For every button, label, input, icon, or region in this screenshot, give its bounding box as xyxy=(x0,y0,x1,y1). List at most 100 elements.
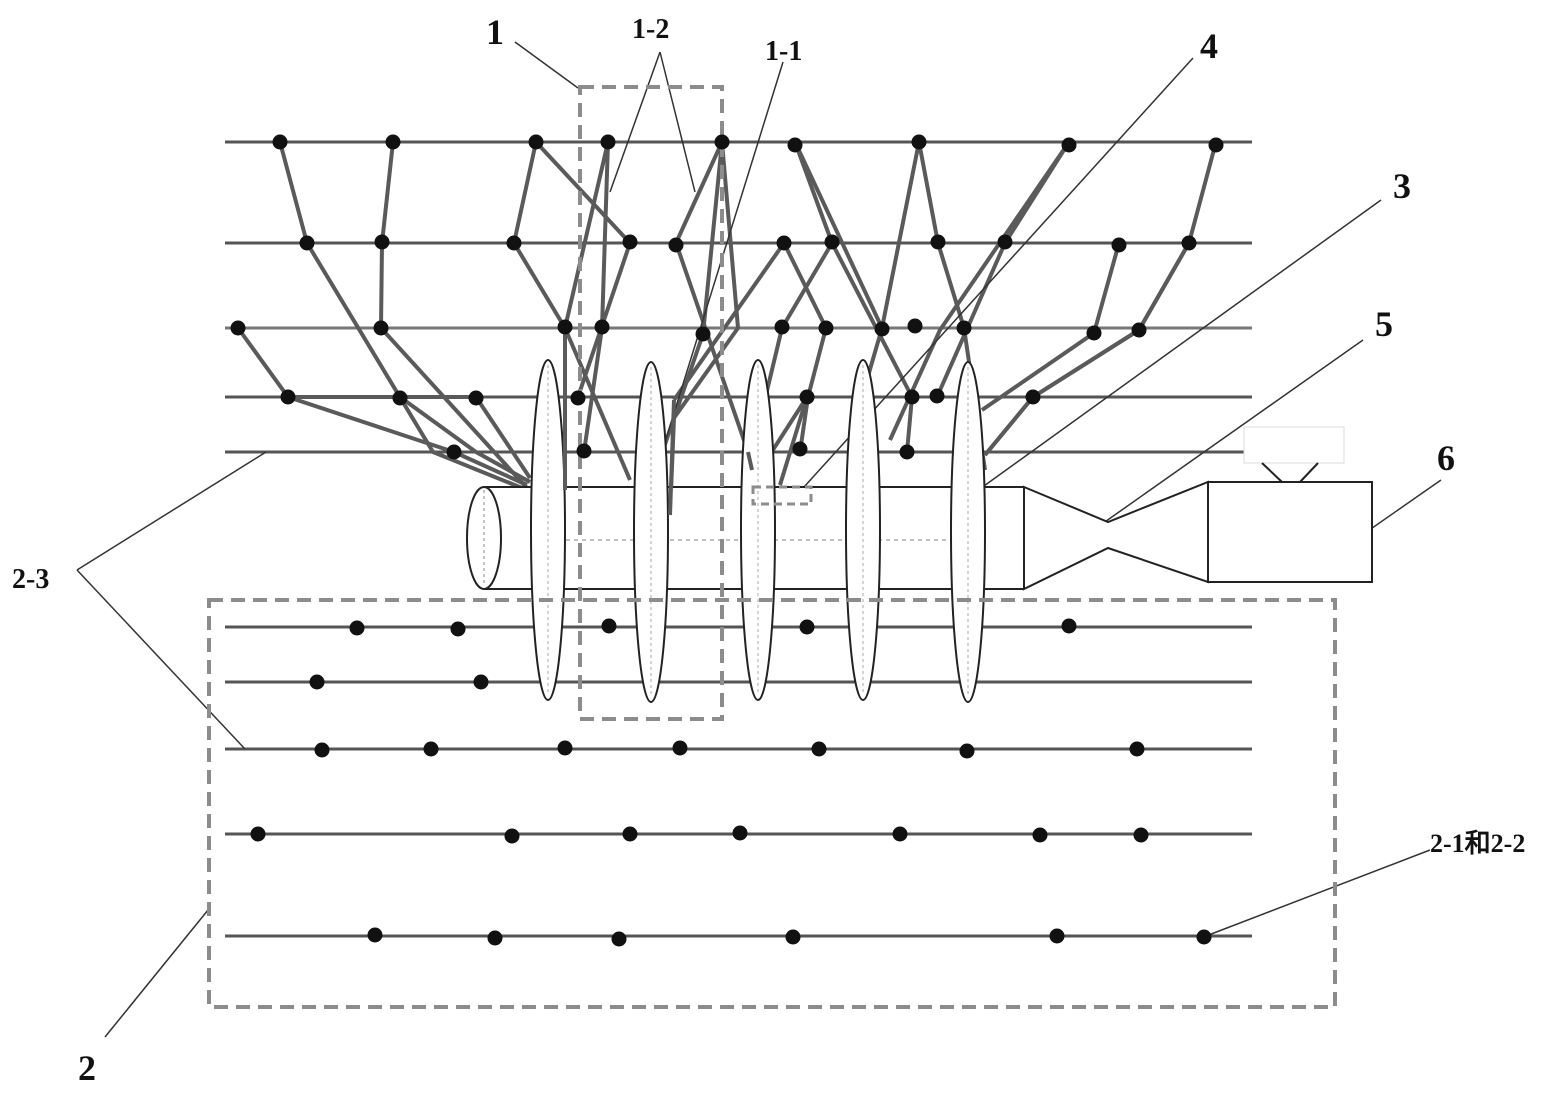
node xyxy=(611,931,627,947)
branch-links-front xyxy=(563,242,1191,516)
branch-link xyxy=(983,242,1191,457)
node xyxy=(423,741,439,757)
node xyxy=(799,619,815,635)
branch-link xyxy=(983,141,1218,457)
node xyxy=(787,137,803,153)
dashed-box-item-4 xyxy=(751,485,813,506)
disc-elements xyxy=(530,359,986,703)
node xyxy=(576,443,592,459)
node xyxy=(374,234,390,250)
device-box xyxy=(1207,481,1373,583)
dashed-box-region-2 xyxy=(207,598,1337,1009)
node xyxy=(672,740,688,756)
node xyxy=(892,826,908,842)
nozzle-and-device xyxy=(1023,426,1373,591)
node xyxy=(367,927,383,943)
node xyxy=(1181,235,1197,251)
node xyxy=(373,320,389,336)
label-1-2: 1-2 xyxy=(632,14,669,45)
label-5: 5 xyxy=(1375,304,1393,344)
branch-link xyxy=(236,326,528,487)
label-2-3: 2-3 xyxy=(12,564,49,595)
leader-line-5 xyxy=(1074,339,1364,544)
node xyxy=(506,235,522,251)
node xyxy=(468,390,484,406)
node xyxy=(1061,618,1077,634)
node xyxy=(732,825,748,841)
label-4: 4 xyxy=(1200,26,1218,66)
node xyxy=(450,621,466,637)
node xyxy=(557,740,573,756)
node xyxy=(1111,237,1127,253)
leader-line-2-3a xyxy=(76,451,267,571)
branch-link xyxy=(288,395,531,484)
leader-line-3 xyxy=(926,199,1382,528)
leader-line-2-1 xyxy=(1205,849,1431,937)
leader-line-1-2b xyxy=(659,51,696,193)
label-3: 3 xyxy=(1393,166,1411,206)
node xyxy=(776,235,792,251)
node xyxy=(714,134,730,150)
node xyxy=(959,743,975,759)
label-2-1-and-2-2: 2-1和2-2 xyxy=(1430,829,1525,858)
leader-line-2 xyxy=(104,909,209,1038)
node xyxy=(1049,928,1065,944)
node xyxy=(1131,322,1147,338)
branch-link xyxy=(793,141,914,453)
leader-line-1-2a xyxy=(609,51,661,193)
node xyxy=(280,389,296,405)
branch-link xyxy=(278,141,528,492)
node xyxy=(874,321,890,337)
node xyxy=(1208,137,1224,153)
node xyxy=(907,318,923,334)
node xyxy=(594,319,610,335)
device-inlet xyxy=(1261,462,1283,483)
node xyxy=(392,390,408,406)
leader-line-1 xyxy=(514,41,579,89)
branch-link xyxy=(668,399,676,516)
node xyxy=(272,134,288,150)
device-top-cap xyxy=(1243,426,1345,464)
node xyxy=(1129,741,1145,757)
node xyxy=(1032,827,1048,843)
branch-link xyxy=(512,141,632,481)
node xyxy=(1133,827,1149,843)
node xyxy=(487,930,503,946)
node xyxy=(1196,929,1212,945)
nozzle-venturi xyxy=(1023,480,1209,591)
branch-link xyxy=(379,141,529,490)
label-6: 6 xyxy=(1437,438,1455,478)
node xyxy=(600,134,616,150)
node xyxy=(504,828,520,844)
node xyxy=(824,234,840,250)
node xyxy=(956,320,972,336)
node xyxy=(899,444,915,460)
node xyxy=(349,620,365,636)
node xyxy=(929,388,945,404)
node xyxy=(1086,325,1102,341)
branch-link xyxy=(880,141,921,329)
node xyxy=(446,444,462,460)
label-1: 1 xyxy=(486,12,504,52)
node xyxy=(818,320,834,336)
upper-layer-lines xyxy=(225,140,1252,454)
branch-link xyxy=(935,140,1071,398)
label-1-1: 1-1 xyxy=(765,36,802,67)
node xyxy=(930,234,946,250)
node xyxy=(799,389,815,405)
node xyxy=(230,320,246,336)
node xyxy=(1061,137,1077,153)
node xyxy=(528,134,544,150)
node xyxy=(792,441,808,457)
label-2: 2 xyxy=(78,1048,96,1088)
branch-link xyxy=(672,241,786,402)
node xyxy=(314,742,330,758)
leader-line-2-3b xyxy=(76,569,246,750)
node xyxy=(811,741,827,757)
branch-link xyxy=(746,451,754,471)
branch-link xyxy=(778,396,809,486)
node xyxy=(911,134,927,150)
node xyxy=(299,235,315,251)
node xyxy=(1025,389,1041,405)
